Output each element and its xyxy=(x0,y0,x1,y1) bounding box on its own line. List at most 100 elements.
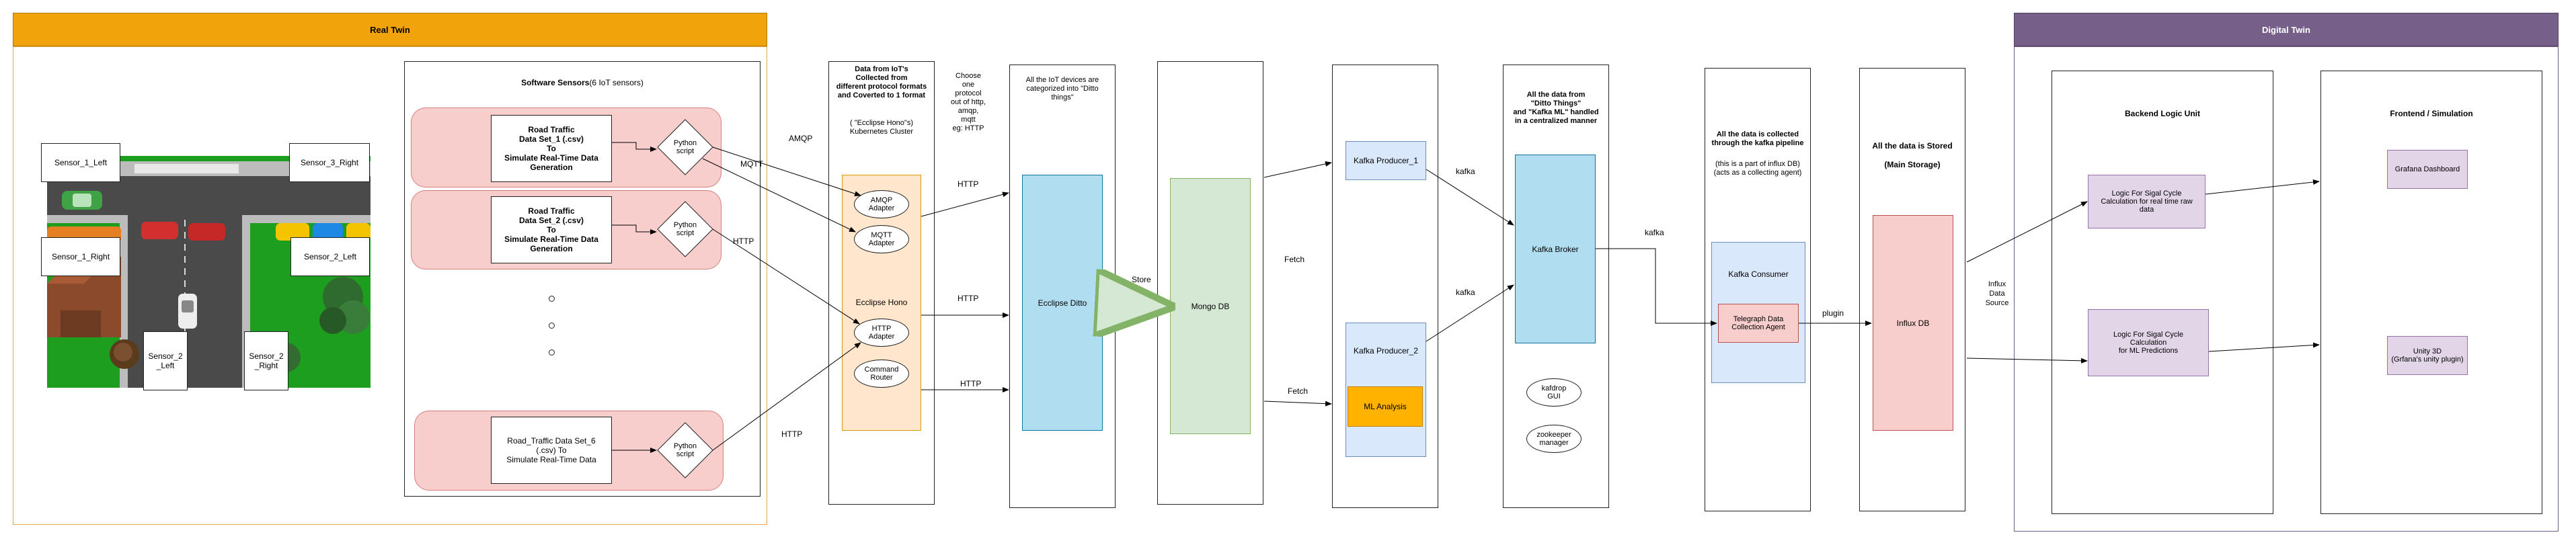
python1-to-amqp-adapter xyxy=(712,146,861,197)
logic-ml-box: Logic For Sigal Cycle Calculation for ML… xyxy=(2088,309,2209,376)
plugin-label-text: plugin xyxy=(1822,308,1844,318)
fetch-label-1: Fetch xyxy=(1284,255,1304,264)
http-label-b-text: HTTP xyxy=(958,294,979,303)
python-diamond-1 xyxy=(657,119,713,175)
zookeeper-manager: zookeeper manager xyxy=(1526,425,1582,453)
influx-subtitle: (Main Storage) xyxy=(1859,158,1965,171)
amqp-label: AMQP xyxy=(789,134,812,143)
digital-twin-banner: Digital Twin xyxy=(2014,13,2559,46)
store-label-text: Store xyxy=(1132,275,1151,284)
fetch-label-2-text: Fetch xyxy=(1288,386,1309,396)
influx-db-box: Influx DB xyxy=(1873,215,1953,431)
kafka-label-2-text: kafka xyxy=(1456,288,1475,297)
dataset-6-label: Road_Traffic Data Set_6 (.csv) To Simula… xyxy=(506,436,596,464)
kafka-broker-title-text: All the data from "Ditto Things" and "Ka… xyxy=(1513,91,1599,125)
eclipse-ditto-box: Ecclipse Ditto xyxy=(1022,175,1103,431)
logic-realtime-label: Logic For Sigal Cycle Calculation for re… xyxy=(2101,190,2193,214)
kafka-consumer-label: Kafka Consumer xyxy=(1728,269,1789,279)
kafka-label-2: kafka xyxy=(1456,288,1475,297)
unity-3d-box: Unity 3D (Grfana's unity plugin) xyxy=(2387,336,2468,375)
logic-realtime-to-grafana xyxy=(2205,179,2320,195)
amqp-adapter-label: AMQP Adapter xyxy=(868,196,895,212)
sensor-2-right-bottom: Sensor_2 _Right xyxy=(244,331,288,390)
kafdrop-gui-label: kafdrop GUI xyxy=(1541,384,1567,401)
kafka-producer-1-label: Kafka Producer_1 xyxy=(1353,156,1419,165)
consumer-title-text: All the data is collected through the ka… xyxy=(1711,130,1804,147)
http-label-c: HTTP xyxy=(960,379,981,388)
http-label-1: HTTP xyxy=(733,237,754,246)
python-script-1: Python script xyxy=(662,134,709,161)
producer2-to-broker xyxy=(1426,284,1514,342)
dataset-2-box: Road Traffic Data Set_2 (.csv) To Simula… xyxy=(491,196,612,263)
sensor-2-left-bottom: Sensor_2 _Left xyxy=(143,331,188,390)
software-sensors-title-bold: Software Sensors xyxy=(521,78,590,87)
http-label-a-text: HTTP xyxy=(958,179,979,189)
influx-to-logic-realtime xyxy=(1966,201,2088,263)
backend-title: Backend Logic Unit xyxy=(2052,107,2273,120)
hono-subtitle-text: ( "Ecclipse Hono"s) Kubernetes Cluster xyxy=(849,119,914,136)
influx-data-source-label: Influx Data Source xyxy=(1980,278,2014,310)
choose-protocol-note: Choose one protocol out of http, amqp, m… xyxy=(941,65,995,139)
python-script-1-label: Python script xyxy=(673,139,697,155)
kafka-broker-box: Kafka Broker xyxy=(1515,155,1596,343)
eclipse-hono-label: Ecclipse Hono xyxy=(842,296,921,309)
frontend-title-text: Frontend / Simulation xyxy=(2390,109,2473,118)
sensor-3-right-label: Sensor_3_Right xyxy=(300,158,359,167)
kafka-label-1-text: kafka xyxy=(1456,167,1475,176)
software-sensors-title-rest: (6 IoT sensors) xyxy=(589,78,643,87)
kafka-label-1: kafka xyxy=(1456,167,1475,176)
backend-title-text: Backend Logic Unit xyxy=(2124,109,2200,118)
ml-analysis-box: ML Analysis xyxy=(1348,386,1423,427)
python-script-6: Python script xyxy=(662,437,709,464)
ellipsis-dot-1 xyxy=(549,296,555,302)
frontend-simulation xyxy=(2320,71,2542,514)
command-router: Command Router xyxy=(854,360,909,388)
ellipsis-dot-3 xyxy=(549,349,555,355)
hono-subtitle: ( "Ecclipse Hono"s) Kubernetes Cluster xyxy=(828,118,935,138)
frontend-title: Frontend / Simulation xyxy=(2320,107,2542,120)
sensor-2-right-bottom-label: Sensor_2 _Right xyxy=(249,351,284,370)
influx-data-source-label-text: Influx Data Source xyxy=(1985,280,2009,307)
mqtt-label: MQTT xyxy=(740,159,763,169)
kafka-consumer-title: Kafka Consumer xyxy=(1711,267,1805,281)
producer1-to-broker xyxy=(1426,169,1514,226)
grafana-dashboard-label: Grafana Dashboard xyxy=(2394,165,2460,173)
consumer-subtitle-text: (this is a part of influx DB) (acts as a… xyxy=(1713,160,1802,177)
influx-db-label: Influx DB xyxy=(1896,318,1930,328)
python2-to-http-adapter xyxy=(712,228,860,325)
influx-title: All the data is Stored xyxy=(1859,139,1965,153)
consumer-subtitle: (this is a part of influx DB) (acts as a… xyxy=(1705,159,1811,179)
hono-title: Data from IoT's Collected from different… xyxy=(828,62,935,103)
dataset1-to-python xyxy=(612,142,657,152)
ditto-store-to-mongo xyxy=(1103,303,1169,306)
python-script-2: Python script xyxy=(662,216,709,243)
real-twin-title: Real Twin xyxy=(370,24,410,35)
http-label-b: HTTP xyxy=(958,294,978,303)
hono-to-ditto-1 xyxy=(921,192,1009,217)
backend-logic-unit xyxy=(2052,71,2273,514)
grafana-dashboard-box: Grafana Dashboard xyxy=(2387,150,2468,189)
python1-to-mqtt-adapter xyxy=(702,158,856,233)
amqp-label-text: AMQP xyxy=(789,134,813,143)
kafdrop-gui: kafdrop GUI xyxy=(1526,378,1582,407)
kafka-label-3-text: kafka xyxy=(1645,228,1664,237)
dataset-2-label: Road Traffic Data Set_2 (.csv) To Simula… xyxy=(504,206,598,253)
http-adapter: HTTP Adapter xyxy=(854,319,909,347)
kafka-label-3: kafka xyxy=(1645,228,1664,237)
sensor-1-right: Sensor_1_Right xyxy=(41,237,120,276)
dataset2-to-python xyxy=(612,224,657,235)
mqtt-label-text: MQTT xyxy=(740,159,763,169)
sensor-2-left-top: Sensor_2_Left xyxy=(290,237,370,276)
digital-twin-title: Digital Twin xyxy=(2262,24,2310,35)
python-script-2-label: Python script xyxy=(673,221,697,237)
sensor-1-right-label: Sensor_1_Right xyxy=(51,252,110,261)
logic-ml-label: Logic For Sigal Cycle Calculation for ML… xyxy=(2113,331,2183,355)
zookeeper-manager-label: zookeeper manager xyxy=(1536,431,1571,447)
mqtt-adapter: MQTT Adapter xyxy=(854,225,909,253)
mqtt-adapter-label: MQTT Adapter xyxy=(868,231,895,247)
mongo-db-label: Mongo DB xyxy=(1191,301,1230,311)
mongo-fetch-to-producer2 xyxy=(1263,401,1332,407)
hono-title-text: Data from IoT's Collected from different… xyxy=(836,65,927,99)
unity-3d-label: Unity 3D (Grfana's unity plugin) xyxy=(2391,347,2464,364)
